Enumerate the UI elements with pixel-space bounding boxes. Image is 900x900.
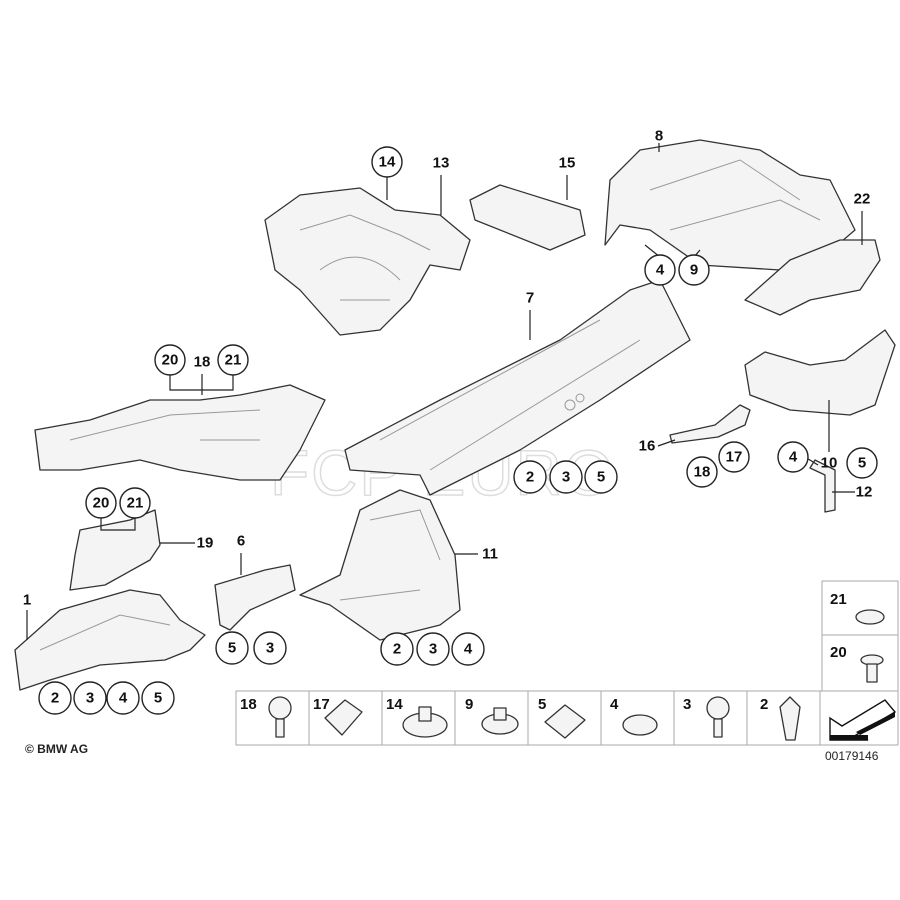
callout-8: 8 (655, 128, 663, 145)
callout-12: 12 (856, 484, 873, 501)
callout-circle: 4 (777, 441, 809, 473)
callout-15: 15 (559, 155, 576, 172)
part-1-shield (14, 589, 206, 691)
part-7-tunnel-shield (344, 279, 691, 496)
callout-1: 1 (23, 592, 31, 609)
callout-circle: 2 (513, 460, 547, 494)
washer-icon (855, 609, 885, 625)
callout-18: 18 (194, 354, 211, 371)
svg-text:18: 18 (694, 464, 711, 481)
callout-6: 6 (237, 533, 245, 550)
callout-circle: 3 (73, 681, 107, 715)
svg-text:5: 5 (858, 455, 866, 472)
svg-text:21: 21 (127, 495, 144, 512)
svg-text:20: 20 (830, 644, 847, 661)
callout-circle: 20 (85, 487, 117, 519)
diagram-number: 00179146 (825, 749, 879, 763)
svg-text:4: 4 (789, 449, 798, 466)
callout-circle: 4 (451, 632, 485, 666)
svg-text:5: 5 (228, 640, 236, 657)
callout-7: 7 (526, 290, 534, 307)
washer-icon (622, 714, 658, 736)
screw-icon (706, 696, 730, 738)
part-12-bracket (809, 459, 836, 513)
callout-circle: 5 (846, 447, 878, 479)
fastener-legend: 18 17 14 9 5 4 3 2 (235, 690, 899, 746)
svg-text:9: 9 (690, 262, 698, 279)
svg-text:5: 5 (154, 690, 162, 707)
svg-text:4: 4 (656, 262, 665, 279)
part-6-bracket (214, 564, 296, 631)
part-10-shield (744, 329, 896, 416)
svg-text:3: 3 (562, 469, 570, 486)
side-legend: 21 20 (821, 580, 899, 692)
callout-circle: 5 (215, 631, 249, 665)
leader-lines (26, 143, 863, 640)
callout-circle: 4 (106, 681, 140, 715)
callout-circle: 3 (253, 631, 287, 665)
callout-circle: 9 (678, 254, 710, 286)
svg-text:21: 21 (225, 352, 242, 369)
callout-circle: 5 (584, 460, 618, 494)
svg-text:2: 2 (393, 641, 401, 658)
part-13-shield (264, 187, 471, 336)
svg-text:3: 3 (683, 696, 691, 713)
nut-icon (402, 706, 448, 738)
part-15-plate (469, 184, 586, 251)
plain-callouts: 13 15 8 22 7 18 16 10 12 19 6 11 1 (23, 128, 873, 609)
svg-text:14: 14 (379, 154, 396, 171)
part-11-shield (299, 489, 461, 641)
callout-13: 13 (433, 155, 450, 172)
push-rivet-icon (779, 696, 801, 741)
svg-text:2: 2 (526, 469, 534, 486)
callout-circle: 20 (154, 344, 186, 376)
copyright: © BMW AG (25, 742, 88, 756)
svg-text:4: 4 (610, 696, 619, 713)
svg-text:20: 20 (93, 495, 110, 512)
part-22-shield (744, 239, 881, 316)
clip-nut-icon (324, 699, 363, 736)
callout-circle: 18 (686, 456, 718, 488)
svg-text:2: 2 (760, 696, 768, 713)
callout-circle: 2 (380, 632, 414, 666)
callout-19: 19 (197, 535, 214, 552)
svg-text:4: 4 (464, 641, 473, 658)
circled-callouts: 14 4 9 20 21 2 3 5 18 17 5 4 20 21 5 3 2… (38, 146, 878, 715)
arrow-icon-shadow (830, 712, 895, 740)
part-19-shield (69, 509, 161, 591)
svg-text:3: 3 (86, 690, 94, 707)
svg-text:17: 17 (726, 449, 743, 466)
svg-text:18: 18 (240, 696, 257, 713)
callout-circle: 5 (141, 681, 175, 715)
push-rivet-icon (860, 654, 884, 683)
callout-circle: 17 (718, 441, 750, 473)
callout-circle: 21 (217, 344, 249, 376)
callout-10: 10 (821, 455, 838, 472)
svg-text:3: 3 (266, 640, 274, 657)
callout-circle: 3 (416, 632, 450, 666)
callout-11: 11 (482, 546, 498, 563)
svg-text:20: 20 (162, 352, 179, 369)
callout-circle: 14 (371, 146, 403, 178)
svg-text:21: 21 (830, 591, 847, 608)
callout-22: 22 (854, 191, 871, 208)
screw-icon (268, 696, 292, 738)
nut-icon (481, 707, 519, 735)
part-16-bracket (669, 404, 751, 444)
clip-nut-icon (544, 704, 586, 739)
svg-text:3: 3 (429, 641, 437, 658)
callout-circle: 21 (119, 487, 151, 519)
svg-text:5: 5 (597, 469, 605, 486)
callout-circle: 2 (38, 681, 72, 715)
svg-text:14: 14 (386, 696, 403, 713)
part-18-floor-shield (34, 384, 326, 481)
svg-text:17: 17 (313, 696, 330, 713)
svg-text:4: 4 (119, 690, 128, 707)
callout-16: 16 (639, 438, 656, 455)
svg-text:2: 2 (51, 690, 59, 707)
callout-circle: 4 (644, 254, 676, 286)
callout-circle: 3 (549, 460, 583, 494)
svg-text:9: 9 (465, 696, 473, 713)
svg-text:5: 5 (538, 696, 546, 713)
